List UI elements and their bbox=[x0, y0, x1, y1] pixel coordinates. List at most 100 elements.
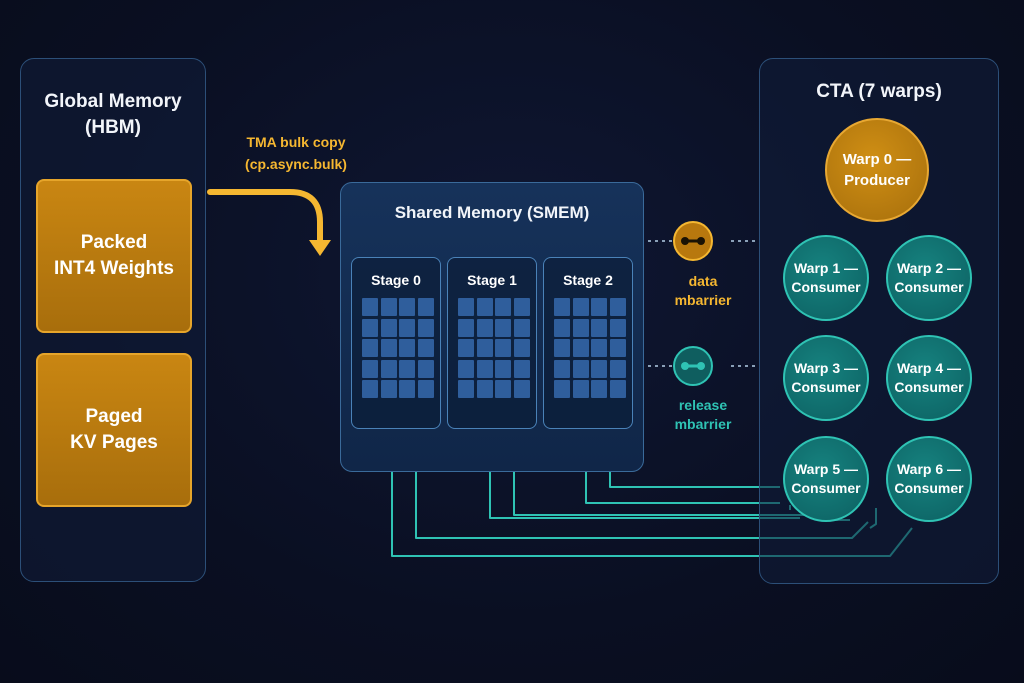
warp-6-line2: Consumer bbox=[894, 480, 964, 496]
smem-cell bbox=[591, 359, 607, 378]
data-mbarrier-label: data mbarrier bbox=[653, 272, 753, 310]
global-memory-panel: Global Memory (HBM) Packed INT4 Weights … bbox=[20, 58, 206, 582]
smem-cell bbox=[572, 298, 589, 316]
barrier-link-icon bbox=[681, 237, 705, 245]
packed-int4-weights-box: Packed INT4 Weights bbox=[36, 179, 192, 333]
smem-cell bbox=[362, 318, 378, 337]
shared-memory-panel: Shared Memory (SMEM) Stage 0 Stage 1 Sta… bbox=[340, 182, 644, 472]
smem-cell bbox=[417, 359, 434, 378]
smem-cell bbox=[476, 298, 493, 316]
smem-cell bbox=[609, 380, 626, 398]
smem-cell bbox=[458, 359, 474, 378]
smem-cell bbox=[554, 339, 570, 357]
smem-cell bbox=[591, 298, 607, 316]
smem-cell bbox=[609, 359, 626, 378]
data-mbarrier-icon bbox=[673, 221, 713, 261]
warp-0-producer: Warp 0 — Producer bbox=[825, 118, 929, 222]
data-mbarrier-line1: data bbox=[688, 273, 718, 289]
smem-cell bbox=[572, 339, 589, 357]
shared-memory-title: Shared Memory (SMEM) bbox=[394, 203, 590, 222]
smem-cell bbox=[417, 339, 434, 357]
warp-5-line2: Consumer bbox=[791, 480, 861, 496]
smem-cell bbox=[417, 298, 434, 316]
smem-cell bbox=[417, 318, 434, 337]
stage-1-grid bbox=[458, 298, 530, 398]
release-mbarrier-icon bbox=[673, 346, 713, 386]
smem-cell bbox=[554, 298, 570, 316]
paged-kv-line2: KV Pages bbox=[70, 432, 158, 453]
tma-copy-label: TMA bulk copy (cp.async.bulk) bbox=[236, 131, 356, 175]
smem-cell bbox=[362, 380, 378, 398]
stage-2-buffer: Stage 2 bbox=[543, 257, 633, 429]
warp-2-line2: Consumer bbox=[894, 279, 964, 295]
global-memory-title: Global Memory (HBM) bbox=[21, 89, 205, 141]
smem-cell bbox=[495, 339, 511, 357]
smem-cell bbox=[417, 380, 434, 398]
smem-cell bbox=[609, 339, 626, 357]
smem-cell bbox=[572, 359, 589, 378]
data-mbarrier-line2: mbarrier bbox=[674, 292, 732, 308]
smem-cell bbox=[609, 318, 626, 337]
smem-cell bbox=[380, 339, 397, 357]
warp-5-consumer: Warp 5 — Consumer bbox=[783, 436, 869, 522]
smem-cell bbox=[513, 339, 530, 357]
smem-cell bbox=[513, 380, 530, 398]
smem-cell bbox=[380, 318, 397, 337]
smem-cell bbox=[362, 339, 378, 357]
smem-cell bbox=[362, 359, 378, 378]
warp-4-consumer: Warp 4 — Consumer bbox=[886, 335, 972, 421]
smem-cell bbox=[495, 298, 511, 316]
warp-1-line2: Consumer bbox=[791, 279, 861, 295]
smem-cell bbox=[380, 359, 397, 378]
stage-0-label: Stage 0 bbox=[371, 272, 421, 288]
smem-cell bbox=[495, 380, 511, 398]
tma-copy-arrow bbox=[207, 189, 323, 247]
smem-cell bbox=[458, 318, 474, 337]
smem-cell bbox=[554, 359, 570, 378]
smem-cell bbox=[458, 380, 474, 398]
smem-cell bbox=[476, 380, 493, 398]
warp-1-line1: Warp 1 — bbox=[793, 260, 859, 276]
smem-cell bbox=[380, 380, 397, 398]
smem-cell bbox=[399, 339, 415, 357]
smem-cell bbox=[476, 359, 493, 378]
smem-cell bbox=[399, 298, 415, 316]
smem-cell bbox=[399, 318, 415, 337]
smem-cell bbox=[572, 318, 589, 337]
tma-copy-label-line1: TMA bulk copy bbox=[246, 134, 346, 150]
barrier-link-icon bbox=[681, 362, 705, 370]
tma-copy-arrowhead bbox=[309, 240, 331, 256]
smem-cell bbox=[362, 298, 378, 316]
release-mbarrier-line2: mbarrier bbox=[674, 416, 732, 432]
stage-0-grid bbox=[362, 298, 434, 398]
stage-2-grid bbox=[554, 298, 626, 398]
paged-kv-line1: Paged bbox=[85, 406, 143, 427]
warp-3-line1: Warp 3 — bbox=[793, 360, 859, 376]
smem-cell bbox=[495, 318, 511, 337]
tma-copy-label-line2: (cp.async.bulk) bbox=[245, 156, 347, 172]
smem-cell bbox=[513, 359, 530, 378]
smem-cell bbox=[458, 339, 474, 357]
warp-4-line2: Consumer bbox=[894, 379, 964, 395]
warp-2-consumer: Warp 2 — Consumer bbox=[886, 235, 972, 321]
warp-4-line1: Warp 4 — bbox=[896, 360, 962, 376]
warp-3-consumer: Warp 3 — Consumer bbox=[783, 335, 869, 421]
smem-cell bbox=[513, 318, 530, 337]
smem-cell bbox=[458, 298, 474, 316]
smem-cell bbox=[495, 359, 511, 378]
smem-cell bbox=[554, 318, 570, 337]
release-mbarrier-line1: release bbox=[678, 397, 728, 413]
smem-cell bbox=[591, 339, 607, 357]
packed-weights-line2: INT4 Weights bbox=[54, 258, 174, 279]
stage-2-label: Stage 2 bbox=[563, 272, 613, 288]
smem-cell bbox=[380, 298, 397, 316]
smem-cell bbox=[399, 380, 415, 398]
packed-weights-line1: Packed bbox=[80, 232, 148, 253]
warp-3-line2: Consumer bbox=[791, 379, 861, 395]
smem-cell bbox=[609, 298, 626, 316]
smem-cell bbox=[554, 380, 570, 398]
stage-1-buffer: Stage 1 bbox=[447, 257, 537, 429]
smem-cell bbox=[476, 339, 493, 357]
warp-6-consumer: Warp 6 — Consumer bbox=[886, 436, 972, 522]
